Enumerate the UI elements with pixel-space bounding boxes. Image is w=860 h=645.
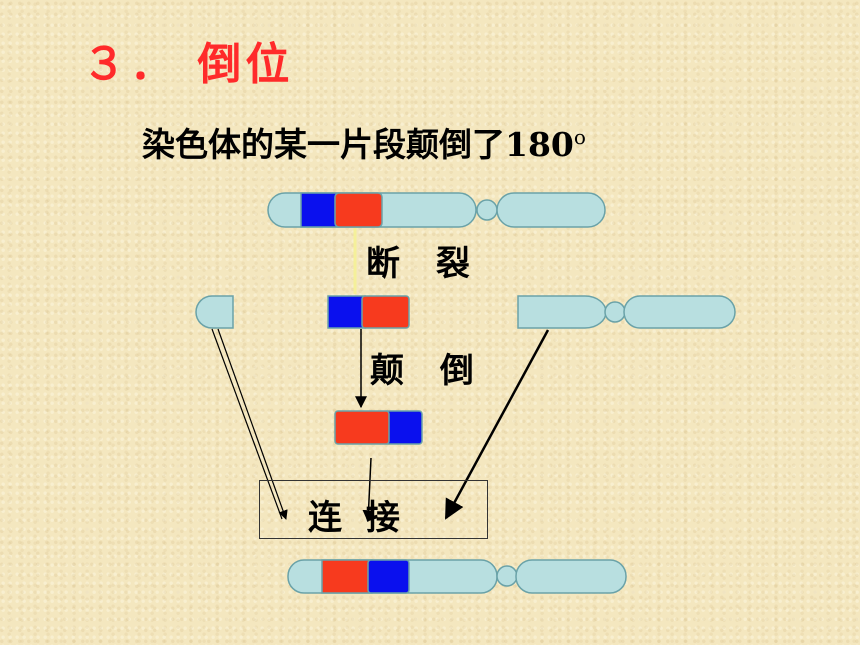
middle-blue-part xyxy=(327,295,366,329)
inverted-segment xyxy=(334,410,423,445)
slide-subtitle: 染色体的某一片段颠倒了180o xyxy=(142,118,586,166)
right-long-piece xyxy=(517,295,607,329)
break-label: 断 裂 xyxy=(366,244,482,284)
original-red-segment xyxy=(334,192,383,228)
invert-label: 颠 倒 xyxy=(370,351,486,391)
result-chromosome xyxy=(287,559,627,594)
middle-red-part xyxy=(361,295,410,329)
join-arrow-middle xyxy=(362,457,375,523)
original-blue-segment xyxy=(300,192,339,228)
right-short-arm xyxy=(623,295,736,329)
result-centromere xyxy=(496,565,518,587)
slide-title: ３． 倒位 xyxy=(82,39,294,90)
join-box xyxy=(259,480,488,539)
result-short-arm xyxy=(515,559,627,594)
left-end-piece xyxy=(195,295,234,329)
right-centromere xyxy=(604,301,626,323)
left-fragment xyxy=(195,295,234,329)
join-arrow-left-outer xyxy=(211,328,283,520)
inverted-red-part xyxy=(334,410,390,445)
result-red-segment xyxy=(321,559,373,594)
original-centromere xyxy=(476,199,498,221)
join-label: 连 接 xyxy=(308,498,406,538)
degree-mark: o xyxy=(573,125,586,149)
middle-segment xyxy=(327,295,410,329)
original-short-arm xyxy=(496,192,606,228)
result-blue-segment xyxy=(367,559,410,594)
subtitle-text: 染色体的某一片段颠倒了180 xyxy=(142,125,574,164)
original-chromosome xyxy=(267,192,606,228)
join-arrow-left xyxy=(217,328,288,520)
right-fragment xyxy=(517,295,736,329)
join-arrow-right xyxy=(444,329,550,520)
